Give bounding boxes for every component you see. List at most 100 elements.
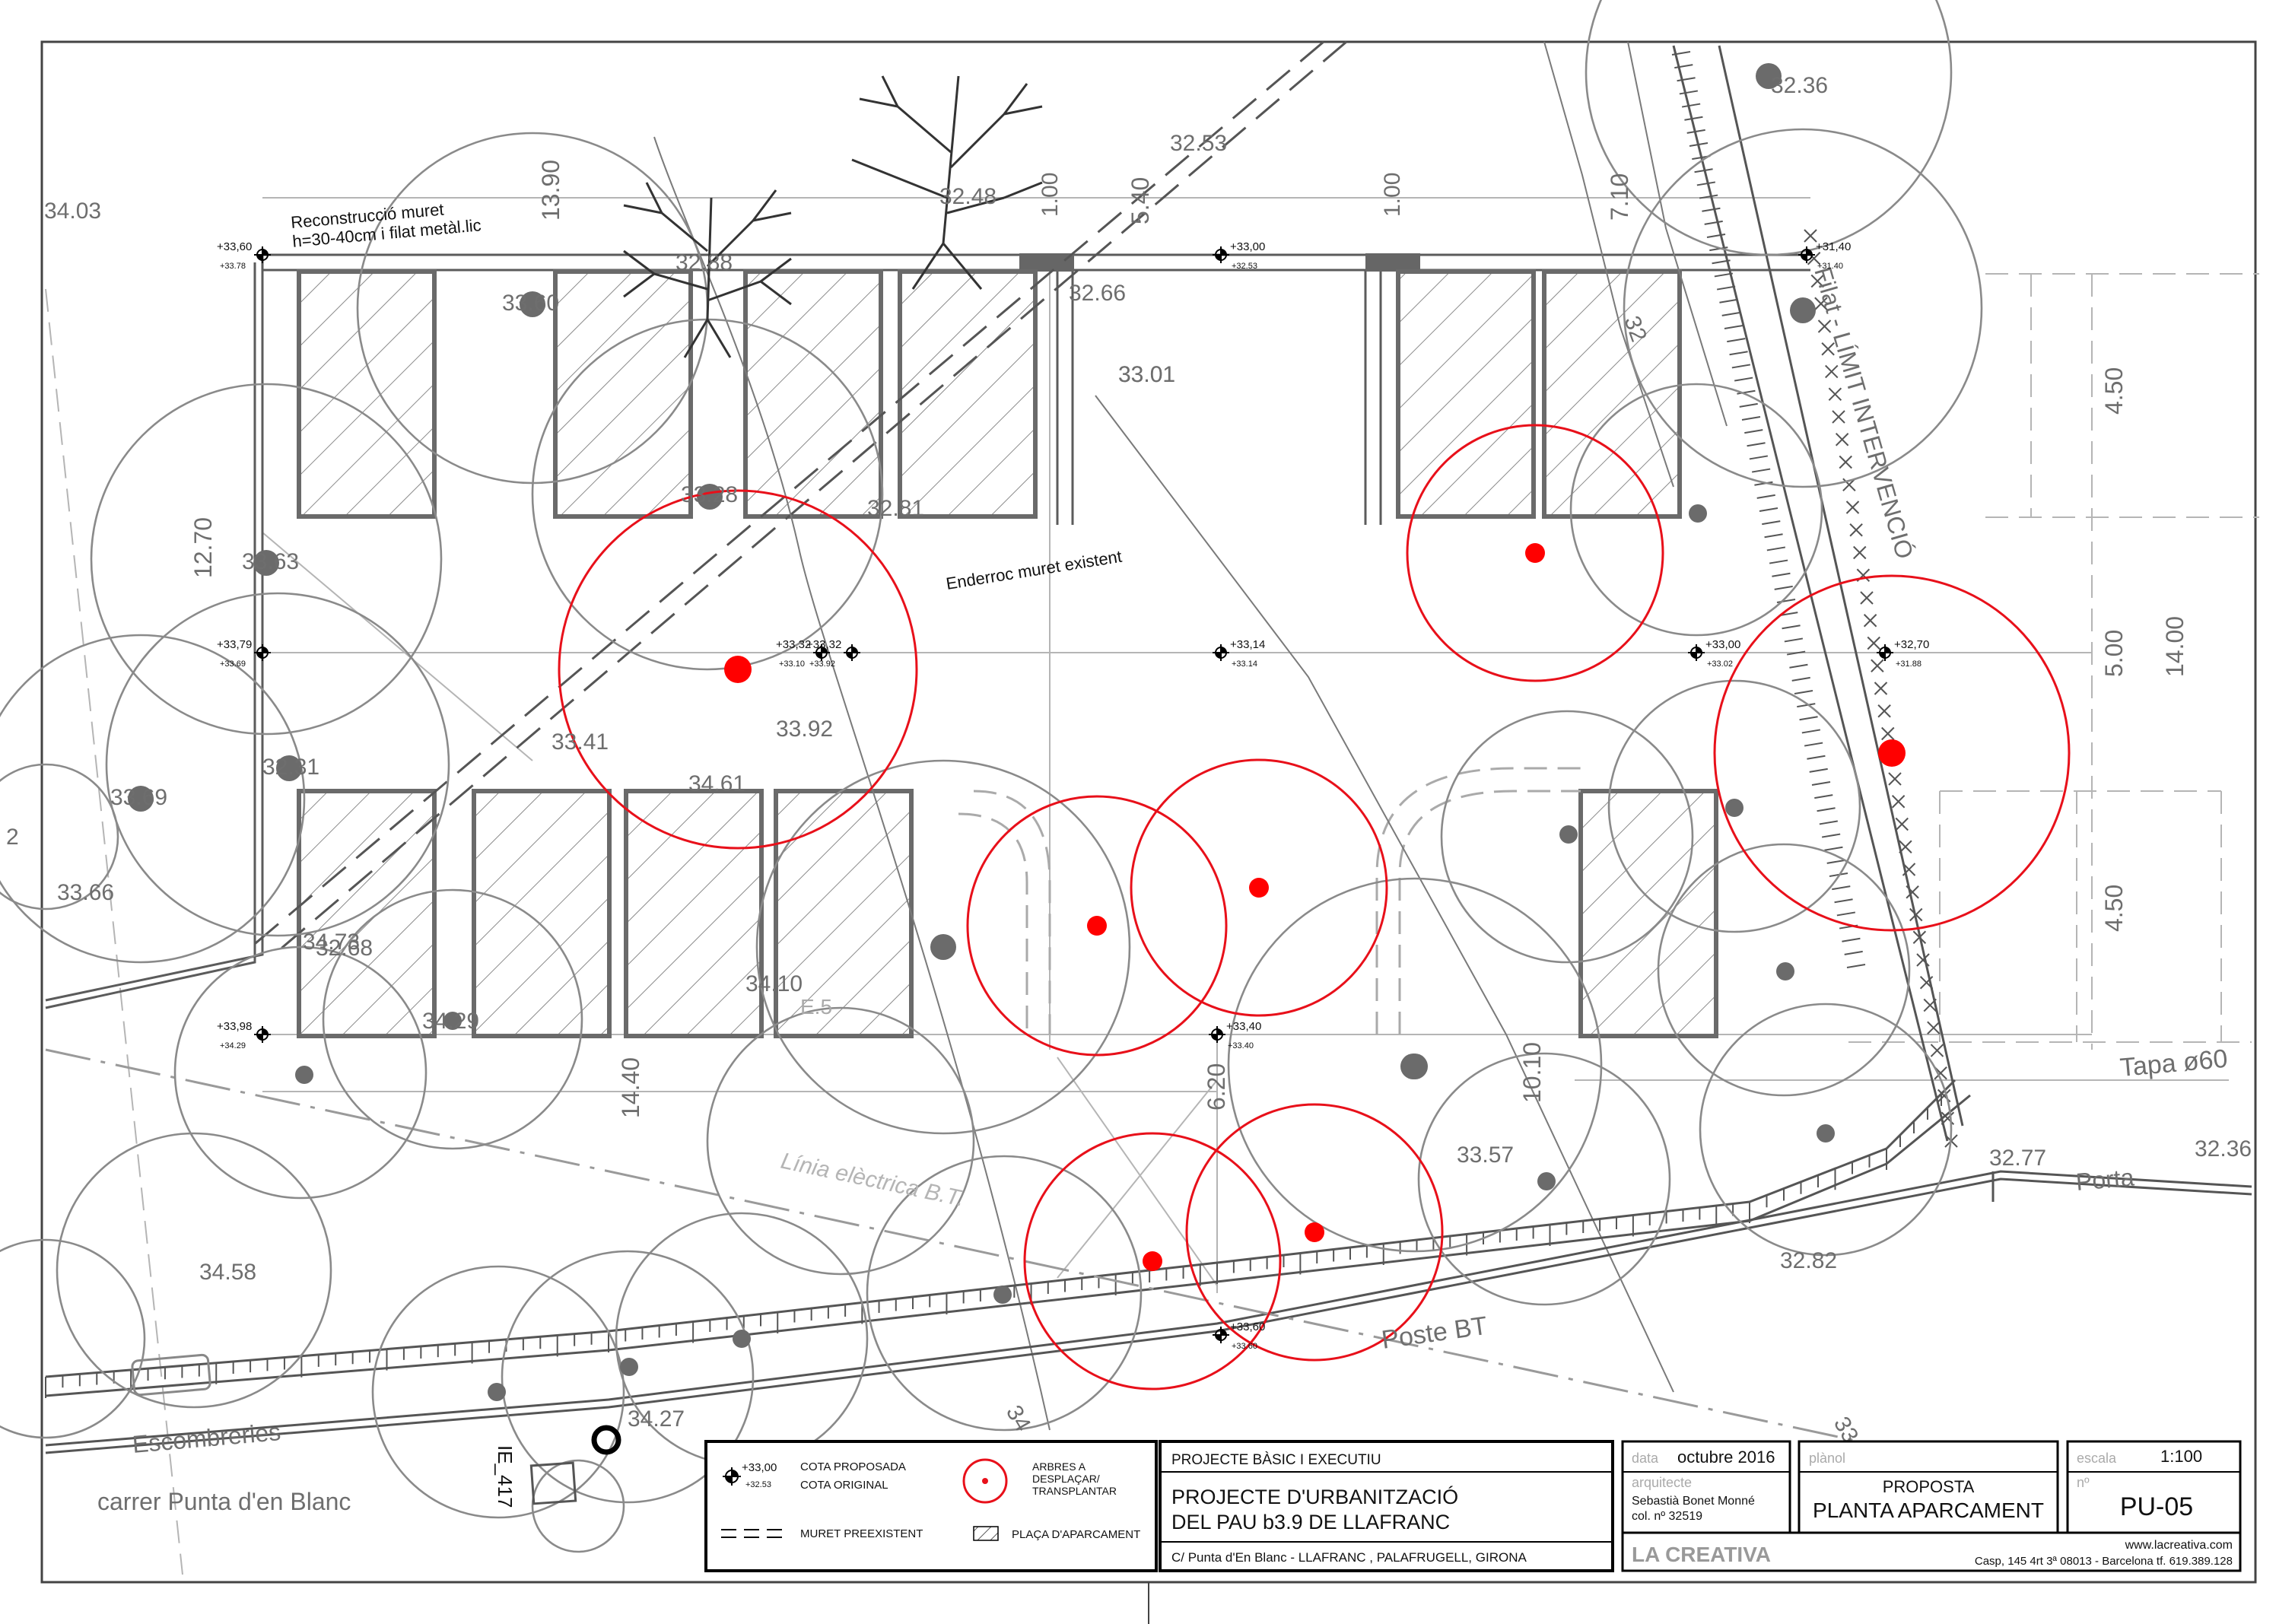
tree-trunk (488, 1383, 506, 1401)
planol-line-2: PLANTA APARCAMENT (1813, 1498, 2044, 1522)
planol-box (1798, 1440, 2059, 1534)
wall-end-block (1365, 253, 1420, 272)
tree-trunk (128, 786, 154, 812)
parking-space (743, 269, 883, 519)
e5-label: E.5 (800, 995, 832, 1019)
survey-point: +33,98+34.29 (217, 1020, 271, 1050)
survey-point-original: +31.88 (1896, 659, 1922, 669)
dimension: 1.00 (1038, 173, 1063, 217)
survey-point: +33,14+33.14 (1213, 638, 1265, 669)
porta-label: Porta (2074, 1163, 2135, 1196)
escombreries-box (131, 1353, 211, 1397)
spot-height: 32.77 (1989, 1146, 2046, 1171)
spot-height: 34.73 (303, 930, 360, 955)
transplant-trunk (1525, 543, 1545, 563)
spot-height: 33.66 (57, 880, 114, 905)
parking-spaces (297, 269, 1718, 1038)
parking-space (1578, 789, 1718, 1038)
tree-trunk (276, 755, 302, 781)
transplant-canopy (1130, 758, 1388, 1017)
dimension: 13.90 (537, 160, 564, 221)
planol-line-1: PROPOSTA (1883, 1477, 1975, 1496)
tree-trunk (253, 550, 279, 576)
tree-trunk (1559, 825, 1578, 844)
tree-trunk (1756, 63, 1782, 89)
parking-space (297, 269, 437, 519)
dimension: 4.50 (2100, 885, 2128, 932)
transplant-canopy (1406, 424, 1664, 682)
legend-arbres-2: DESPLAÇAR/ (1032, 1473, 1100, 1485)
spot-height: 32.66 (1069, 281, 1126, 306)
legend-cota-original: COTA ORIGINAL (800, 1479, 888, 1492)
survey-point-original: +31.40 (1817, 262, 1843, 271)
legend-arbres-3: TRANSPLANTAR (1032, 1485, 1117, 1497)
dimension: 14.40 (617, 1057, 644, 1118)
linia-electrica-label: Línia elèctrica B.T. (779, 1149, 967, 1212)
transplant-trunk (1143, 1251, 1162, 1271)
legend-muret: MURET PREEXISTENT (800, 1527, 923, 1540)
firm-name: LA CREATIVA (1632, 1543, 1771, 1566)
survey-point-proposed: +33,32 (776, 638, 811, 651)
survey-point-proposed: +33,60 (217, 240, 252, 253)
escala-box (2066, 1440, 2242, 1534)
survey-point-original: +33.40 (1228, 1041, 1254, 1050)
survey-point: +33,60+33.78 (217, 240, 271, 271)
dimension: 12.70 (189, 517, 217, 578)
data-label: data (1632, 1451, 1659, 1466)
survey-point-proposed: +33,79 (217, 638, 252, 651)
tree-trunk (1689, 504, 1707, 523)
survey-point-original: +33.14 (1232, 659, 1257, 669)
tree-trunk (520, 291, 545, 317)
survey-point-proposed: +33,98 (217, 1020, 252, 1033)
spot-height: 33.01 (1118, 362, 1175, 387)
dimension: 5.00 (2100, 630, 2128, 677)
spot-height: 33.60 (502, 291, 559, 316)
title-block: PROJECTE BÀSIC I EXECUTIU PROJECTE D'URB… (1159, 1440, 2242, 1572)
transplant-canopy (1713, 574, 2071, 932)
transplant-trunk (1087, 916, 1107, 936)
tree-trunk (1402, 1054, 1428, 1079)
escala-value: 1:100 (2160, 1447, 2202, 1466)
tapa-label: Tapa ø60 (2119, 1044, 2229, 1082)
spot-height: 34.10 (745, 971, 803, 996)
spot-height: 32.53 (1170, 131, 1227, 156)
tree-trunk (1817, 1124, 1835, 1143)
enderroc-label: Enderroc muret existent (945, 547, 1124, 593)
legend-cota-proposada: COTA PROPOSADA (800, 1460, 906, 1473)
survey-point-original: +33.10 (779, 659, 805, 669)
project-title-1: PROJECTE D'URBANITZACIÓ (1171, 1485, 1458, 1508)
survey-points: +33,60+33.78+33,00+32.53+31,40+31.40+33,… (217, 240, 1929, 1351)
survey-point-original: +33.92 (809, 659, 835, 669)
dimension-labels: 13.90 12.70 1.00 5.40 1.00 7.10 4.50 5.0… (189, 160, 2189, 1118)
dimension: 7.10 (1606, 173, 1633, 221)
spot-height: 32.81 (867, 496, 924, 521)
transplant-trunk (1249, 878, 1269, 898)
spot-height: 33.63 (242, 549, 299, 574)
arquitecte-col: col. nº 32519 (1632, 1510, 1702, 1523)
electric-line (45, 1048, 1948, 1462)
spot-height: 32.36 (1771, 73, 1828, 98)
tree-trunk (443, 1012, 462, 1030)
spot-height: 34.58 (199, 1260, 256, 1285)
slope-ticks-bottom (45, 1094, 1942, 1398)
spot-height: 33.69 (110, 785, 167, 810)
survey-point: +32,70+31.88 (1877, 638, 1929, 669)
existing-tree-trunks (128, 63, 1835, 1401)
ie-417-label: IE_417 (494, 1445, 517, 1508)
dimension: 5.40 (1127, 177, 1154, 224)
spot-height: 33.01 (1118, 362, 1175, 387)
legend-placa-symbol (973, 1526, 999, 1541)
spot-height: 32.82 (1780, 1248, 1837, 1273)
transplant-canopy (558, 489, 918, 850)
legend-transplant-symbol (962, 1458, 1008, 1504)
parking-space (297, 789, 437, 1038)
tree-trunk (993, 1286, 1012, 1304)
transplant-trunk (724, 656, 752, 683)
spot-height: 32.36 (2195, 1136, 2252, 1162)
fence-line (1672, 45, 1964, 1142)
project-type: PROJECTE BÀSIC I EXECUTIU (1171, 1452, 1381, 1468)
project-title-2: DEL PAU b3.9 DE LLAFRANC (1171, 1511, 1450, 1533)
parking-space (774, 789, 914, 1038)
survey-point-original: +33.69 (220, 659, 246, 669)
survey-point-original: +32.53 (1232, 262, 1257, 271)
